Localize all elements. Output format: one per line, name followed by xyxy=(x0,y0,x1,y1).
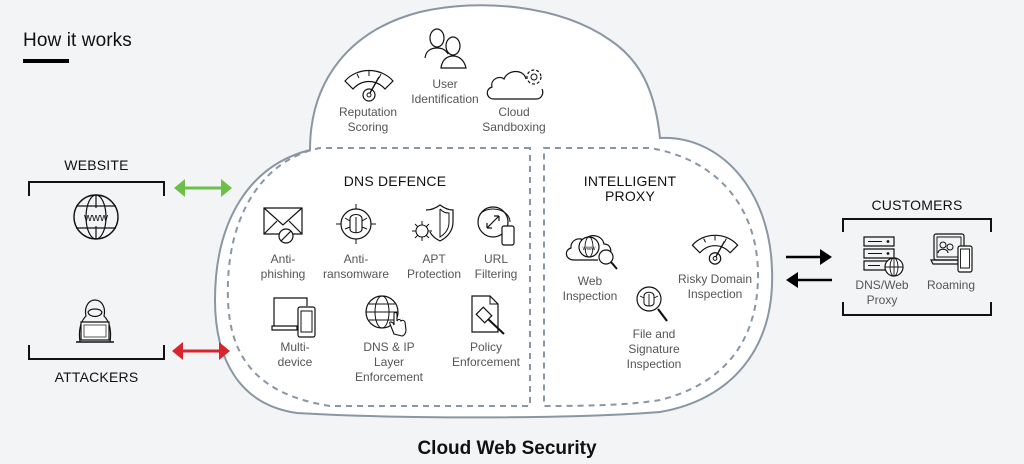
attackers-arrow[interactable] xyxy=(170,340,232,362)
intelligent-proxy-title: INTELLIGENT PROXY xyxy=(583,173,677,204)
dns-item-label-anti-phishing: Anti- phishing xyxy=(260,252,306,281)
dns-defence-title: DNS DEFENCE xyxy=(343,173,447,189)
cloud-title: Cloud Web Security xyxy=(417,438,597,459)
attackers-bracket xyxy=(28,345,165,360)
top-item-label-user-identification: User Identification xyxy=(411,77,479,106)
bug-target-icon xyxy=(336,203,376,245)
website-bracket xyxy=(28,181,165,196)
top-item-label-reputation: Reputation Scoring xyxy=(338,105,398,134)
proxy-item-label-web-inspection: Web Inspection xyxy=(562,274,618,303)
website-arrow[interactable] xyxy=(172,177,234,199)
cloud-www-search-icon: www xyxy=(562,232,620,272)
bug-search-icon xyxy=(634,284,670,324)
title-underline xyxy=(23,59,69,63)
dns-item-label-policy-enforcement: Policy Enforcement xyxy=(451,340,521,369)
top-item-label-cloud-sandboxing: Cloud Sandboxing xyxy=(482,105,546,134)
envelope-blocked-icon xyxy=(263,205,303,245)
shield-virus-icon xyxy=(410,204,454,246)
server-globe-icon xyxy=(862,235,906,279)
gauge-icon xyxy=(690,232,740,266)
svg-text:www: www xyxy=(83,212,108,224)
customer-item-label-dns-web-proxy: DNS/Web Proxy xyxy=(855,278,909,307)
gauge-icon xyxy=(343,67,395,103)
svg-text:www: www xyxy=(582,246,597,252)
dns-item-label-dns-ip-layer-enforcement: DNS & IP Layer Enforcement xyxy=(354,340,424,384)
customers-bracket xyxy=(842,218,992,316)
laptop-tablet-users-icon xyxy=(930,232,974,274)
intelligent-proxy-border xyxy=(543,147,760,408)
cloud-outline xyxy=(213,4,774,419)
laptop-phone-icon xyxy=(271,296,317,338)
gavel-document-icon xyxy=(470,294,508,338)
customers-arrows[interactable] xyxy=(784,246,834,290)
dns-item-label-multi-device: Multi- device xyxy=(277,340,313,369)
dns-item-label-url-filtering: URL Filtering xyxy=(474,252,518,281)
customer-item-label-roaming: Roaming xyxy=(926,278,976,292)
dns-item-label-anti-ransomware: Anti- ransomware xyxy=(322,252,390,281)
dns-item-label-apt-protection: APT Protection xyxy=(406,252,462,281)
users-icon xyxy=(424,28,468,72)
proxy-item-label-file-signature-inspection: File and Signature Inspection xyxy=(626,327,682,371)
proxy-item-label-risky-domain-inspection: Risky Domain Inspection xyxy=(677,272,752,301)
cloud-gear-icon xyxy=(484,65,546,101)
www-globe-icon: www xyxy=(72,193,120,241)
attackers-label: ATTACKERS xyxy=(54,369,139,385)
globe-hand-icon xyxy=(364,294,412,338)
page-title: How it works xyxy=(23,30,132,51)
hacker-laptop-icon xyxy=(72,298,118,346)
dns-defence-border xyxy=(226,147,531,407)
customers-label: CUSTOMERS xyxy=(871,197,963,213)
website-label: WEBSITE xyxy=(64,157,129,173)
globe-device-icon xyxy=(476,204,516,246)
